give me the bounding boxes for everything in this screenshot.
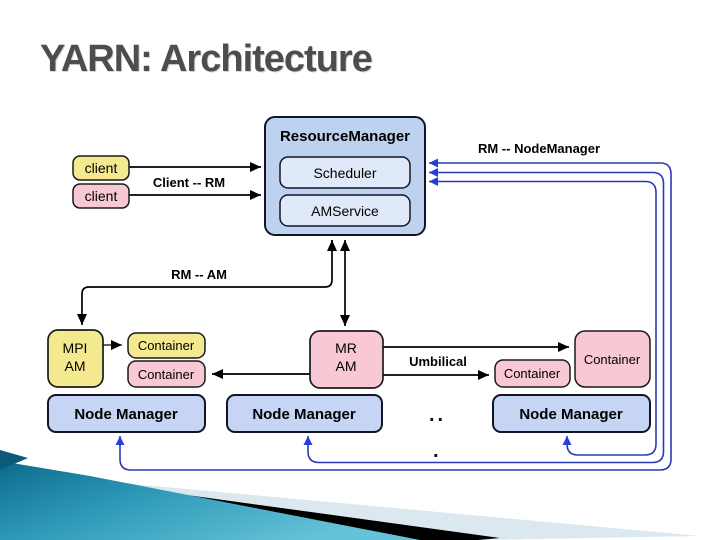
node-manager-3-label: Node Manager xyxy=(519,406,623,423)
node-manager-2-box xyxy=(226,394,383,433)
rm-am-label: RM -- AM xyxy=(171,267,227,282)
mr-am-line1: MR xyxy=(335,340,357,356)
node-manager-1-box xyxy=(47,394,206,433)
rm-nm-link-outer xyxy=(115,158,672,471)
ellipsis-dot-bottom: . xyxy=(433,440,442,462)
ellipsis-dots-top: .. xyxy=(429,404,446,426)
node-manager-2-label: Node Manager xyxy=(252,406,356,423)
container-pink-left-label: Container xyxy=(138,367,195,382)
decoration-teal-tip xyxy=(0,450,28,470)
decoration-teal-wedge xyxy=(0,461,420,540)
client-yellow-label: client xyxy=(85,160,118,176)
mpi-am-box xyxy=(47,329,104,388)
rm-nodemanager-label: RM -- NodeManager xyxy=(478,141,600,156)
container-pink-mid-box xyxy=(494,359,571,388)
container-pink-mid-label: Container xyxy=(504,366,561,381)
decoration-pale-wedge xyxy=(88,481,700,540)
node-manager-3-box xyxy=(492,394,651,433)
mr-am-box xyxy=(309,330,384,389)
rm-nm-link-middle xyxy=(303,168,665,464)
client-pink-label: client xyxy=(85,188,118,204)
mpi-am-line1: MPI xyxy=(63,340,88,356)
amservice-label: AMService xyxy=(311,203,379,219)
container-pink-right-label: Container xyxy=(584,352,641,367)
umbilical-label: Umbilical xyxy=(409,354,467,369)
mpi-am-line2: AM xyxy=(65,358,86,374)
container-yellow-box xyxy=(127,332,206,359)
mr-am-line2: AM xyxy=(336,358,357,374)
rm-am-mpi-link xyxy=(77,240,333,325)
rm-nm-link-inner xyxy=(429,177,657,456)
scheduler-box xyxy=(279,156,411,189)
scheduler-label: Scheduler xyxy=(313,165,376,181)
container-pink-left-box xyxy=(127,360,206,388)
container-yellow-label: Container xyxy=(138,338,195,353)
client-pink-box xyxy=(72,183,130,209)
client-rm-label: Client -- RM xyxy=(153,175,225,190)
client-yellow-box xyxy=(72,155,130,181)
node-manager-1-label: Node Manager xyxy=(74,406,178,423)
amservice-box xyxy=(279,194,411,227)
slide-title: YARN: Architecture xyxy=(40,38,373,80)
resource-manager-label: ResourceManager xyxy=(280,128,410,145)
container-pink-right-box xyxy=(574,330,651,388)
